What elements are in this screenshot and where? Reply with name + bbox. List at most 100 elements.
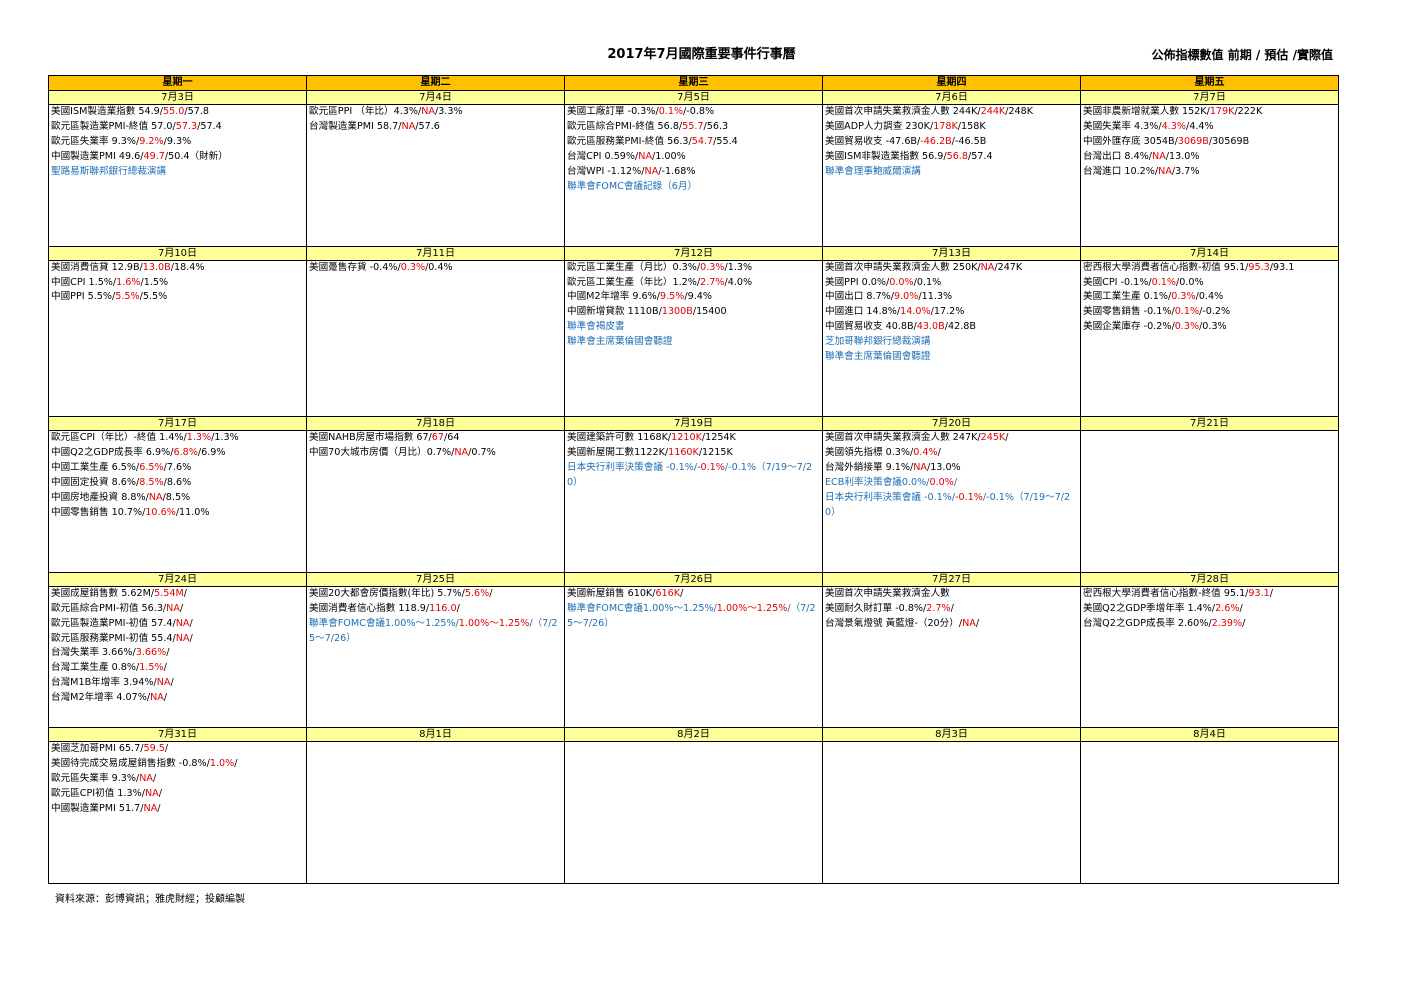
event-indicator-item: 美國耐久財訂單 -0.8%/2.7%/ <box>824 602 1080 617</box>
event-text: 中國製造業PMI 49.6/ <box>51 150 144 162</box>
event-indicator-item: 美國失業率 4.3%/4.3%/4.4% <box>1082 120 1338 135</box>
event-forecast-value: NA <box>913 462 927 474</box>
weekday-wednesday: 星期三 <box>564 75 823 91</box>
event-indicator-item: 台灣WPI -1.12%/NA/-1.68% <box>566 165 822 180</box>
event-speech-item: 聯準會FOMC會議記錄（6月） <box>566 180 822 195</box>
day-events-cell: 美國首次申請失業救濟金人數 247K/245K/美國領先指標 0.3%/0.4%… <box>822 430 1081 573</box>
event-actual-value: /-0.1%（7/19～7/20） <box>825 491 1071 518</box>
event-text: 中國70大城市房價（月比）0.7%/ <box>309 447 455 459</box>
event-text: 中國製造業PMI 51.7/ <box>51 803 144 815</box>
event-forecast-value: NA <box>144 788 159 800</box>
event-speech-item: 日本央行利率決策會議 -0.1%/-0.1%/-0.1%（7/19～7/20） <box>824 491 1080 521</box>
event-text: 中國貿易收支 40.8B/ <box>825 321 917 333</box>
event-text: 中國CPI 1.5%/ <box>51 276 117 288</box>
event-speech-item: 聯準會主席葉倫國會聽證 <box>824 350 1080 365</box>
event-indicator-item: 密西根大學消費者信心指數-初值 95.1/95.3/93.1 <box>1082 261 1338 275</box>
event-text: 聯準會主席葉倫國會聽證 <box>567 336 673 348</box>
event-actual-value: / <box>234 758 238 770</box>
event-text: 美國ISM製造業指數 54.9/ <box>51 106 163 118</box>
event-actual-value: /4.0% <box>724 276 753 288</box>
event-speech-item: 聯準會FOMC會議1.00%～1.25%/1.00%～1.25%/（7/25～7… <box>308 617 564 647</box>
event-forecast-value: 0.1% <box>1174 306 1200 318</box>
event-text: 美國Q2之GDP季增年率 1.4%/ <box>1083 602 1216 614</box>
event-forecast-value: 1210K <box>671 432 702 444</box>
event-forecast-value: 49.7 <box>143 150 165 162</box>
event-actual-value: / <box>975 617 980 629</box>
event-forecast-value: NA <box>139 773 153 785</box>
event-forecast-value: 2.6% <box>1215 602 1240 614</box>
event-forecast-value: 3.66% <box>135 647 167 659</box>
weekday-monday: 星期一 <box>48 75 307 91</box>
event-forecast-value: 10.6% <box>145 506 176 518</box>
event-text: 台灣WPI -1.12%/ <box>567 165 645 177</box>
event-forecast-value: 95.3 <box>1248 261 1270 273</box>
event-indicator-item: 美國首次申請失業救濟金人數 250K/NA/247K <box>824 261 1080 275</box>
event-actual-value: / <box>456 602 460 614</box>
event-text: 密西根大學消費者信心指數-初值 95.1/ <box>1083 261 1249 273</box>
event-text: 美國非農新增就業人數 152K/ <box>1083 106 1210 118</box>
event-actual-value: /（7/25～7/26） <box>567 602 816 629</box>
event-indicator-item: 台灣外銷接單 9.1%/NA/13.0% <box>824 461 1080 476</box>
event-indicator-item: 歐元區CPI初值 1.3%/NA/ <box>50 787 306 802</box>
event-text: 美國工業生產 0.1%/ <box>1083 291 1172 303</box>
event-text: 中國新增貸款 1110B/ <box>567 306 662 318</box>
event-indicator-item: 美國ISM製造業指數 54.9/55.0/57.8 <box>50 106 306 120</box>
event-indicator-item: 美國消費者信心指數 118.9/116.0/ <box>308 602 564 617</box>
weekday-thursday: 星期四 <box>822 75 1081 91</box>
event-indicator-item: 中國製造業PMI 51.7/NA/ <box>50 802 306 817</box>
event-forecast-value: NA <box>401 120 416 132</box>
event-indicator-item: 美國躉售存貨 -0.4%/0.3%/0.4% <box>308 261 564 275</box>
day-events-cell: 密西根大學消費者信心指數-終值 95.1/93.1/美國Q2之GDP季增年率 1… <box>1080 585 1339 729</box>
date-cell: 7月25日 <box>306 571 565 587</box>
event-forecast-value: NA <box>166 602 180 614</box>
event-indicator-item: 台灣CPI 0.59%/NA/1.00% <box>566 150 822 165</box>
event-indicator-item: 美國企業庫存 -0.2%/0.3%/0.3% <box>1082 320 1338 335</box>
date-cell: 7月10日 <box>48 245 307 261</box>
event-actual-value: /0.4% <box>1195 291 1224 303</box>
event-indicator-item: 歐元區PPI （年比）4.3%/NA/3.3% <box>308 106 564 120</box>
event-forecast-value: 0.3% <box>1174 321 1200 333</box>
event-indicator-item: 美國首次申請失業救濟金人數 247K/245K/ <box>824 432 1080 446</box>
date-cell: 7月19日 <box>564 416 823 432</box>
event-text: 日本央行利率決策會議 -0.1%/ <box>825 491 956 503</box>
event-text: 密西根大學消費者信心指數-終值 95.1/ <box>1083 587 1249 599</box>
event-actual-value: /15400 <box>692 306 727 318</box>
event-forecast-value: 13.0B <box>142 261 171 273</box>
event-speech-item: 聯準會褐皮書 <box>566 320 822 335</box>
event-actual-value: / <box>1269 587 1274 599</box>
event-text: 美國新屋開工數1122K/ <box>567 447 669 459</box>
event-indicator-item: 美國新屋開工數1122K/1160K/1215K <box>566 446 822 461</box>
event-text: 中國PPI 5.5%/ <box>51 291 116 303</box>
date-cell: 7月31日 <box>48 727 307 743</box>
event-forecast-value: 178K <box>933 120 958 132</box>
day-events-cell: 美國首次申請失業救濟金人數美國耐久財訂單 -0.8%/2.7%/台灣景氣燈號 黃… <box>822 585 1081 729</box>
weekday-tuesday: 星期二 <box>306 75 565 91</box>
event-actual-value: / <box>489 587 493 599</box>
event-actual-value: /0.0% <box>1176 276 1204 288</box>
event-indicator-item: 美國20大都會房價指數(年比) 5.7%/5.6%/ <box>308 587 564 601</box>
event-actual-value: /11.3% <box>918 291 953 303</box>
event-text: 美國首次申請失業救濟金人數 250K/ <box>825 261 981 273</box>
event-text: 美國消費者信心指數 118.9/ <box>309 602 430 614</box>
event-text: 美國ADP人力調查 230K/ <box>825 120 934 132</box>
event-text: 美國零售銷售 -0.1%/ <box>1083 306 1175 318</box>
date-cell: 7月5日 <box>564 89 823 106</box>
event-indicator-item: 台灣景氣燈號 黃藍燈-（20分）/NA/ <box>824 617 1080 632</box>
event-actual-value: / <box>1242 617 1246 629</box>
event-speech-item: 芝加哥聯邦銀行總裁演講 <box>824 335 1080 350</box>
event-indicator-item: 歐元區綜合PMI-初值 56.3/NA/ <box>50 602 306 617</box>
event-actual-value: / <box>166 647 170 659</box>
day-events-cell: 歐元區工業生產（月比）0.3%/0.3%/1.3%歐元區工業生產（年比）1.2%… <box>564 259 823 418</box>
date-cell: 8月4日 <box>1080 727 1339 743</box>
event-indicator-item: 美國新屋銷售 610K/616K/ <box>566 587 822 601</box>
event-indicator-item: 中國外匯存底 3054B/3069B/30569B <box>1082 135 1338 150</box>
event-text: 美國成屋銷售數 5.62M/ <box>51 587 155 599</box>
date-cell: 7月14日 <box>1080 245 1339 261</box>
event-actual-value: /9.3% <box>163 135 192 147</box>
day-events-cell <box>306 741 565 884</box>
event-actual-value: / <box>953 476 958 488</box>
